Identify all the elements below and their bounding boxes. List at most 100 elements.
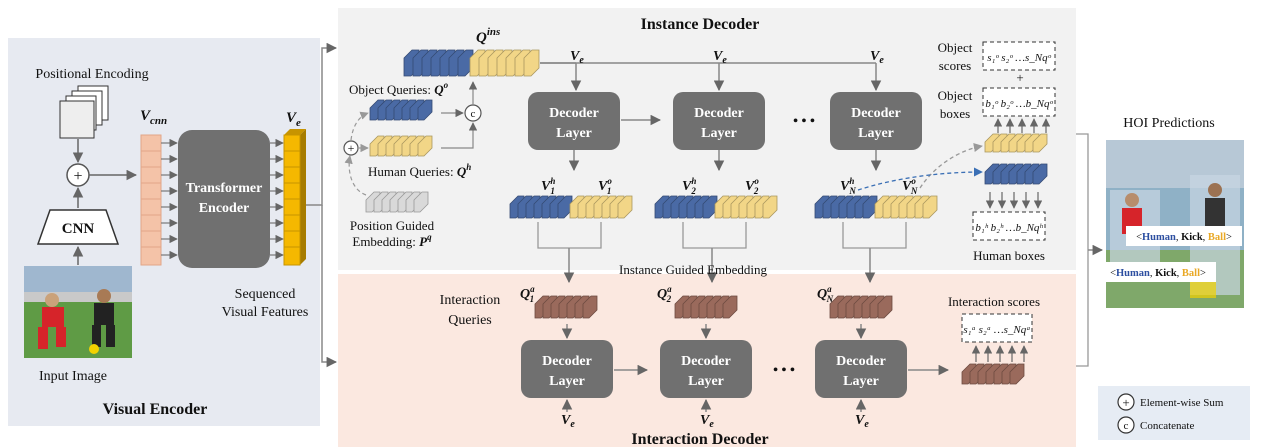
positional-encoding-label: Positional Encoding <box>35 67 148 82</box>
object-plus-symbol: + <box>1016 70 1023 85</box>
sum-symbol-instance: + <box>348 141 355 155</box>
svg-text:Layer: Layer <box>688 374 724 389</box>
hoi-prediction-2: <Human, Kick, Ball> <box>1110 268 1206 279</box>
object-boxes-label-1: Object <box>938 88 973 103</box>
interaction-scores-label: Interaction scores <box>948 294 1040 309</box>
sum-symbol: + <box>73 168 82 185</box>
object-queries-tokens <box>369 99 433 121</box>
human-queries-label: Human Queries: Qh <box>368 162 471 179</box>
v-e-tokens <box>283 129 306 266</box>
token-bar <box>523 49 540 77</box>
v-cnn-label: Vcnn <box>140 108 167 127</box>
token-bar <box>413 191 429 213</box>
transformer-encoder-label-2: Encoder <box>199 201 250 216</box>
interaction-queries-label-1: Interaction <box>440 293 501 308</box>
token-bar <box>922 195 938 219</box>
v1-tokens <box>509 195 633 219</box>
object-scores-formula: s₁ᵒ s₂ᵒ …s_Nqᵒ <box>987 52 1051 64</box>
ve-label-1: Ve <box>570 49 584 66</box>
instance-ellipsis: • • • <box>793 114 815 129</box>
qna-tokens <box>829 295 893 319</box>
q-ins-label: Qins <box>476 26 500 46</box>
instance-decoder-layer-1: Decoder Layer <box>528 92 620 150</box>
q1a-tokens <box>534 295 598 319</box>
cnn-block <box>36 209 120 245</box>
svg-text:Decoder: Decoder <box>694 106 744 121</box>
v2-tokens <box>654 195 778 219</box>
ve-label-2: Ve <box>713 49 727 66</box>
ve-label-int-2: Ve <box>700 413 714 430</box>
object-scores-label-2: scores <box>939 58 972 73</box>
token-bar <box>877 295 893 319</box>
human-queries-tokens <box>369 135 433 157</box>
human-boxes-box <box>972 211 1046 241</box>
q2a-tokens <box>674 295 738 319</box>
human-boxes-label: Human boxes <box>973 248 1045 263</box>
hoi-prediction-2-box <box>1100 262 1216 282</box>
interaction-scores-box <box>961 313 1033 343</box>
ve-label-3: Ve <box>870 49 884 66</box>
svg-text:Decoder: Decoder <box>836 354 886 369</box>
token-bar <box>762 195 778 219</box>
pos-guided-label-2: Embedding: Pq <box>352 232 432 249</box>
input-image-label: Input Image <box>39 369 107 384</box>
interaction-ellipsis: • • • <box>773 363 795 378</box>
interaction-queries-label-2: Queries <box>448 313 492 328</box>
interaction-decoder-layer-n: Decoder Layer <box>815 340 907 398</box>
token-bar <box>417 135 433 157</box>
v-cnn-tokens <box>140 134 162 266</box>
legend-concat-icon <box>1117 416 1135 434</box>
svg-text:Decoder: Decoder <box>851 106 901 121</box>
object-boxes-label-2: boxes <box>940 106 970 121</box>
human-output-tokens <box>984 163 1048 185</box>
legend-concat-symbol: c <box>1124 420 1129 432</box>
instance-decoder-layer-2: Decoder Layer <box>673 92 765 150</box>
transformer-encoder-block <box>178 130 270 268</box>
sequenced-label-1: Sequenced <box>235 287 296 302</box>
token-bar <box>417 99 433 121</box>
svg-text:Decoder: Decoder <box>542 354 592 369</box>
legend-sum-icon <box>1117 393 1135 411</box>
svg-text:Decoder: Decoder <box>549 106 599 121</box>
hoi-prediction-1-box <box>1126 226 1242 246</box>
legend-concat-label: Concatenate <box>1140 420 1194 432</box>
svg-text:Layer: Layer <box>701 126 737 141</box>
hoi-image <box>1106 140 1244 308</box>
pos-guided-label-1: Position Guided <box>350 218 435 233</box>
transformer-encoder-label-1: Transformer <box>186 181 263 196</box>
token-bar <box>582 295 598 319</box>
token-bar <box>617 195 633 219</box>
interaction-scores-formula: s₁ᵃ s₂ᵃ …s_Nqᵃ <box>963 324 1030 336</box>
token-bar <box>1032 163 1048 185</box>
svg-text:Layer: Layer <box>556 126 592 141</box>
concat-symbol: c <box>471 108 476 120</box>
v-e-label: Ve <box>286 110 301 129</box>
svg-text:Layer: Layer <box>858 126 894 141</box>
svg-text:Decoder: Decoder <box>681 354 731 369</box>
object-queries-label: Object Queries: Qo <box>349 80 449 97</box>
positional-encoding-stack-icon <box>59 85 109 139</box>
token-bar <box>1032 133 1048 153</box>
instance-guided-label: Instance Guided Embedding <box>619 262 768 277</box>
ve-label-int-3: Ve <box>855 413 869 430</box>
object-boxes-formula: b₁ᵒ b₂ᵒ …b_Nqᵒ <box>985 98 1053 110</box>
interaction-decoder-layer-2: Decoder Layer <box>660 340 752 398</box>
cnn-label: CNN <box>62 221 95 237</box>
instance-decoder-title: Instance Decoder <box>641 16 760 33</box>
input-image <box>24 266 132 358</box>
hoi-prediction-1: <Human, Kick, Ball> <box>1136 232 1232 243</box>
svg-text:Layer: Layer <box>549 374 585 389</box>
legend-sum-symbol: + <box>1122 395 1129 410</box>
object-scores-label-1: Object <box>938 40 973 55</box>
token-bar <box>1009 363 1025 385</box>
q-ins-tokens <box>403 49 540 77</box>
object-output-tokens <box>984 133 1048 153</box>
interaction-decoder-title: Interaction Decoder <box>631 431 768 447</box>
